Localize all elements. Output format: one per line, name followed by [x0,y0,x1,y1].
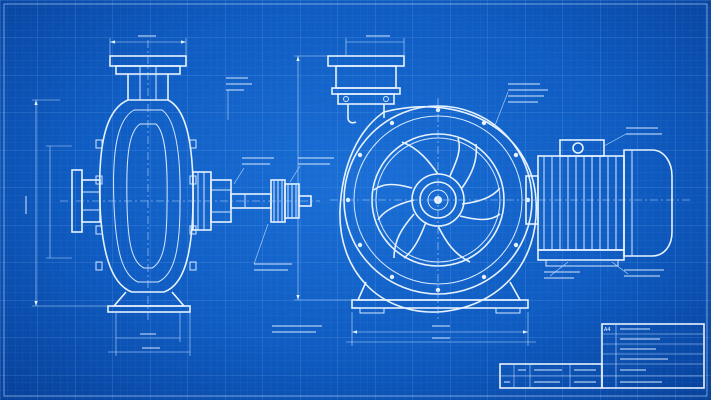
sheet-border [3,3,708,397]
annotation-text-lines [25,35,664,349]
dimension-lines [32,38,629,356]
front-view-pump [327,55,690,320]
electric-motor [525,139,673,267]
side-view-pump [60,40,320,320]
sheet-size-label: A4 [604,327,611,333]
impeller-vanes [373,137,501,263]
title-block: A4 [499,323,705,389]
